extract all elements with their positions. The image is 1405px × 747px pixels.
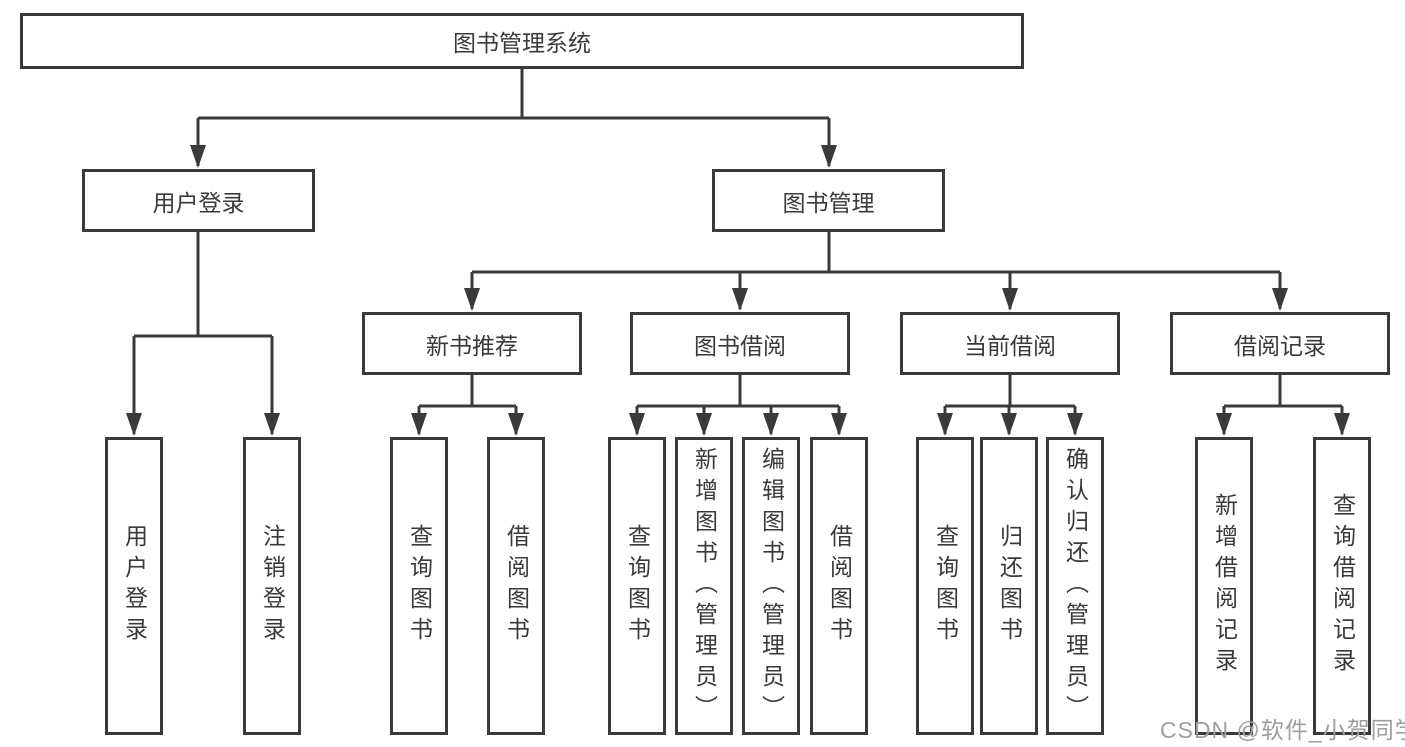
leaf-label: 查询图书 xyxy=(624,524,651,648)
leaf-return-books: 归还图书 xyxy=(980,437,1038,735)
leaf-label: 编辑图书（管理员） xyxy=(758,446,785,726)
node-label: 图书借阅 xyxy=(694,332,786,359)
leaf-label: 新增图书（管理员） xyxy=(691,446,718,726)
node-label: 当前借阅 xyxy=(964,332,1056,359)
node-label: 用户登录 xyxy=(152,189,245,216)
node-borrowing-records: 借阅记录 xyxy=(1170,312,1390,375)
leaf-add-borrow-record: 新增借阅记录 xyxy=(1195,437,1253,735)
leaf-query-books-current: 查询图书 xyxy=(916,437,974,735)
node-library-management-system: 图书管理系统 xyxy=(20,13,1024,69)
node-label: 图书管理系统 xyxy=(453,30,591,56)
leaf-label: 确认归还（管理员） xyxy=(1062,446,1089,726)
node-label: 借阅记录 xyxy=(1234,332,1326,359)
leaf-borrow-books-recommend: 借阅图书 xyxy=(487,437,545,735)
leaf-label: 新增借阅记录 xyxy=(1211,493,1238,679)
watermark-csdn: CSDN @软件_小贺同学 xyxy=(1160,717,1405,743)
node-label: 新书推荐 xyxy=(426,332,518,359)
node-book-management: 图书管理 xyxy=(712,169,945,232)
leaf-add-book-admin: 新增图书（管理员） xyxy=(675,437,733,735)
leaf-query-books-borrowing: 查询图书 xyxy=(608,437,666,735)
leaf-query-books-recommend: 查询图书 xyxy=(390,437,448,735)
leaf-confirm-return-admin: 确认归还（管理员） xyxy=(1046,437,1104,735)
leaf-user-login: 用户登录 xyxy=(105,437,163,735)
node-new-book-recommendation: 新书推荐 xyxy=(362,312,582,375)
leaf-label: 查询借阅记录 xyxy=(1329,493,1356,679)
leaf-borrow-books-borrowing: 借阅图书 xyxy=(810,437,868,735)
node-label: 图书管理 xyxy=(782,189,875,216)
node-user-login: 用户登录 xyxy=(82,169,315,232)
leaf-logout: 注销登录 xyxy=(243,437,301,735)
leaf-label: 注销登录 xyxy=(259,524,286,648)
node-book-borrowing: 图书借阅 xyxy=(630,312,850,375)
leaf-label: 归还图书 xyxy=(996,524,1023,648)
leaf-label: 借阅图书 xyxy=(826,524,853,648)
leaf-edit-book-admin: 编辑图书（管理员） xyxy=(742,437,800,735)
leaf-label: 用户登录 xyxy=(121,524,148,648)
leaf-label: 查询图书 xyxy=(932,524,959,648)
leaf-label: 借阅图书 xyxy=(503,524,530,648)
leaf-label: 查询图书 xyxy=(406,524,433,648)
leaf-query-borrow-record: 查询借阅记录 xyxy=(1313,437,1371,735)
node-current-borrowing: 当前借阅 xyxy=(900,312,1120,375)
